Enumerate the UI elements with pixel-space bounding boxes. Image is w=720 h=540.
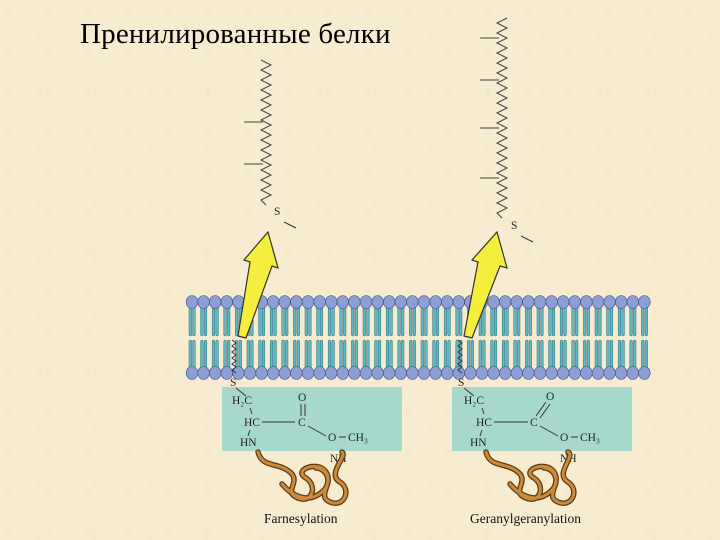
arrow-farnesyl xyxy=(237,230,279,339)
hc-label: HC xyxy=(244,417,260,429)
panel-geranylgeranyl: S S H₂C HC HN C O O CH₃ NH Geranylgerany… xyxy=(457,220,600,526)
protein-geranylgeranyl-fill xyxy=(484,450,576,505)
sulfur-anchor-label: S xyxy=(458,377,464,389)
hn-label: HN xyxy=(470,437,487,449)
sulfur-top-label: S xyxy=(274,206,280,218)
carbonyl-o-label: O xyxy=(298,392,306,404)
panel-farnesyl: S S H₂C HC HN C O O CH₃ NH Farnesylation xyxy=(230,206,368,526)
caption-farnesylation: Farnesylation xyxy=(264,511,338,526)
caption-geranylgeranylation: Geranylgeranylation xyxy=(470,511,581,526)
anchor-box-geranylgeranyl xyxy=(452,387,632,451)
hc-label: HC xyxy=(476,417,492,429)
ester-o-label: O xyxy=(328,432,336,444)
lipid-bilayer xyxy=(185,295,651,380)
h2c-label: H₂C xyxy=(464,395,484,407)
carbonyl-o-label: O xyxy=(546,391,554,403)
carbonyl-c-label: C xyxy=(298,417,306,429)
sulfur-top-label: S xyxy=(511,220,517,232)
carbonyl-c-label: C xyxy=(530,417,538,429)
h2c-label: H₂C xyxy=(232,395,252,407)
anchor-box-farnesyl xyxy=(222,387,402,451)
ester-o-label: O xyxy=(560,432,568,444)
slide-title: Пренилированные белки xyxy=(80,18,391,50)
methyl-label: CH₃ xyxy=(580,432,600,444)
isoprenoid-chains xyxy=(244,17,509,219)
arrow-geranylgeranyl xyxy=(463,230,508,339)
hn-label: HN xyxy=(240,437,257,449)
protein-farnesyl-fill xyxy=(256,450,348,505)
methyl-label: CH₃ xyxy=(348,432,368,444)
sulfur-anchor-label: S xyxy=(230,377,236,389)
